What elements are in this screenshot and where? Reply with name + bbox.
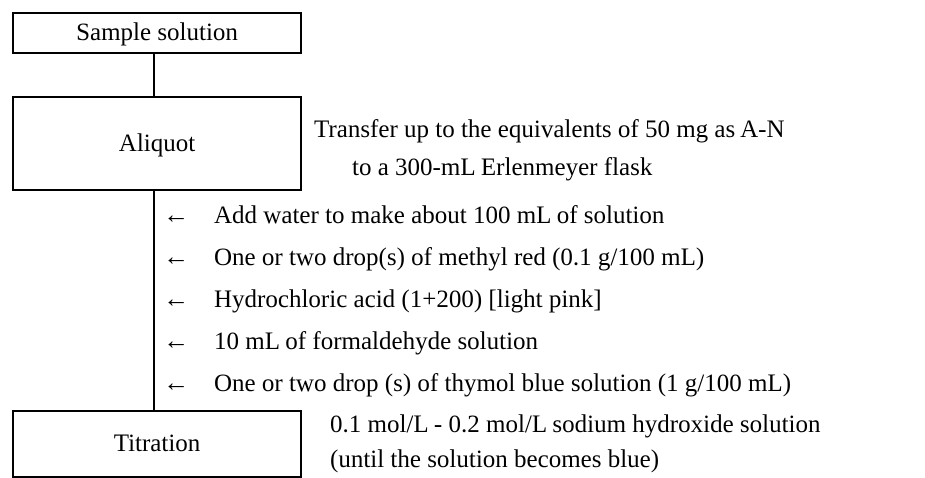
- left-arrow-icon: ←: [163, 200, 189, 229]
- left-arrow-icon: ←: [163, 326, 189, 355]
- step-label: Aliquot: [118, 129, 196, 157]
- connector-line-1: [153, 52, 155, 97]
- addition-step: 10 mL of formaldehyde solution: [214, 328, 539, 355]
- step-label: Sample solution: [76, 19, 238, 46]
- addition-step: One or two drop(s) of methyl red (0.1 g/…: [214, 244, 705, 271]
- left-arrow-icon: ←: [163, 284, 189, 313]
- aliquot-note-line-1: Transfer up to the equivalents of 50 mg …: [314, 116, 785, 143]
- titration-note-line-2: (until the solution becomes blue): [330, 446, 660, 473]
- step-box-titration: Titration: [12, 410, 302, 478]
- aliquot-note-line-2: to a 300-mL Erlenmeyer flask: [352, 154, 653, 181]
- left-arrow-icon: ←: [163, 368, 189, 397]
- connector-line-2: [153, 189, 155, 411]
- left-arrow-icon: ←: [163, 242, 189, 271]
- step-box-sample-solution: Sample solution: [12, 12, 302, 54]
- addition-step: One or two drop (s) of thymol blue solut…: [214, 370, 792, 397]
- step-label: Titration: [113, 430, 201, 457]
- addition-step: Add water to make about 100 mL of soluti…: [214, 202, 665, 229]
- addition-step: Hydrochloric acid (1+200) [light pink]: [214, 286, 602, 313]
- titration-note-line-1: 0.1 mol/L - 0.2 mol/L sodium hydroxide s…: [330, 411, 821, 438]
- step-box-aliquot: Aliquot: [12, 96, 302, 191]
